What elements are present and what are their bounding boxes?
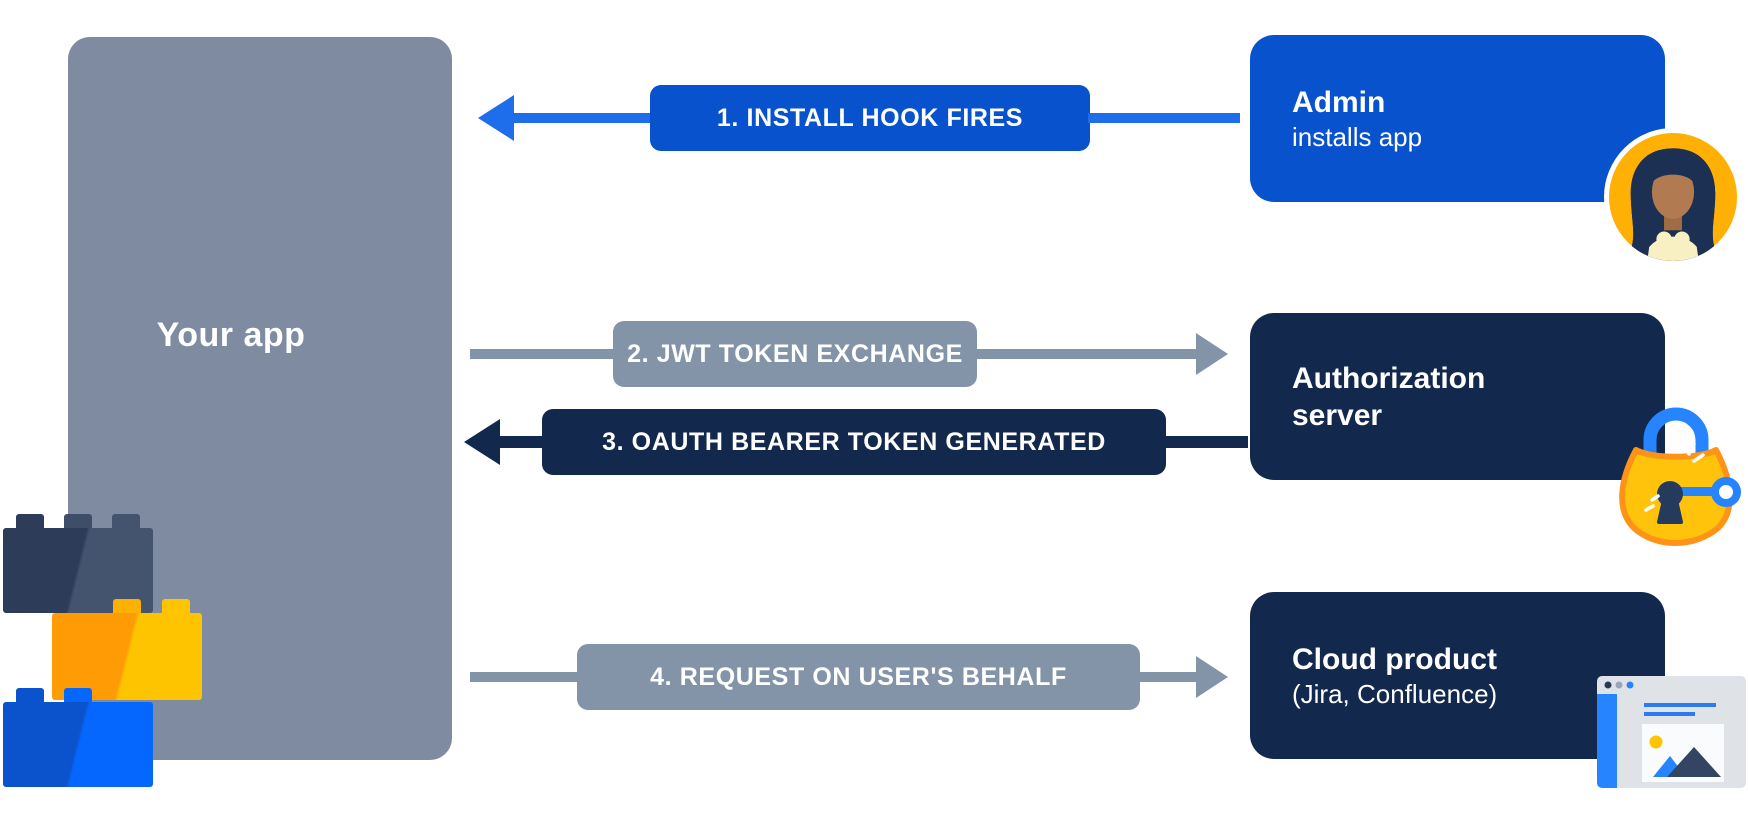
arrow-4-shaft-left — [470, 672, 579, 682]
arrow-2-shaft-right — [975, 349, 1198, 359]
admin-node-title: Admin — [1292, 86, 1386, 119]
arrow-left-icon — [478, 95, 514, 141]
arrow-4-shaft-right — [1138, 672, 1198, 682]
your-app-label: Your app — [156, 316, 306, 354]
woman-avatar-svg — [1629, 148, 1717, 261]
arrow-2-shaft-left — [470, 349, 615, 359]
cloud-product-node: Cloud product (Jira, Confluence) — [1250, 592, 1665, 759]
admin-node-subtitle: installs app — [1292, 122, 1423, 152]
browser-window-icon — [1597, 676, 1746, 788]
padlock-key-icon — [1606, 388, 1748, 552]
step-3-badge: 3. OAUTH BEARER TOKEN GENERATED — [542, 409, 1166, 475]
lego-stud — [64, 688, 92, 702]
authorization-server-title: Authorization server — [1292, 361, 1486, 432]
lego-brick-blue — [3, 688, 153, 787]
arrow-left-icon — [464, 419, 500, 465]
lego-stud — [113, 599, 141, 613]
authorization-server-node: Authorization server — [1250, 313, 1665, 480]
lego-stud — [16, 514, 44, 528]
step-2-badge: 2. JWT TOKEN EXCHANGE — [613, 321, 977, 387]
arrow-1-shaft-left — [512, 113, 652, 123]
lego-brick-navy — [3, 514, 153, 613]
cloud-product-title: Cloud product — [1292, 643, 1497, 676]
admin-node: Admin installs app — [1250, 35, 1665, 202]
arrow-3-shaft-left — [498, 436, 544, 448]
lego-stud — [162, 599, 190, 613]
step-4-badge: 4. REQUEST ON USER'S BEHALF — [577, 644, 1140, 710]
arrow-right-icon — [1196, 656, 1228, 698]
browser-window-svg — [1597, 676, 1746, 788]
lego-stud — [16, 688, 44, 702]
lego-stud — [64, 514, 92, 528]
cloud-product-subtitle: (Jira, Confluence) — [1292, 679, 1498, 709]
woman-avatar-icon — [1604, 128, 1742, 266]
arrow-1-shaft-right — [1088, 113, 1240, 123]
lego-brick-yellow — [52, 599, 202, 700]
lego-stud — [112, 514, 140, 528]
arrow-right-icon — [1196, 333, 1228, 375]
step-1-badge: 1. INSTALL HOOK FIRES — [650, 85, 1090, 151]
padlock-key-svg — [1619, 407, 1741, 546]
arrow-3-shaft-right — [1164, 436, 1248, 448]
